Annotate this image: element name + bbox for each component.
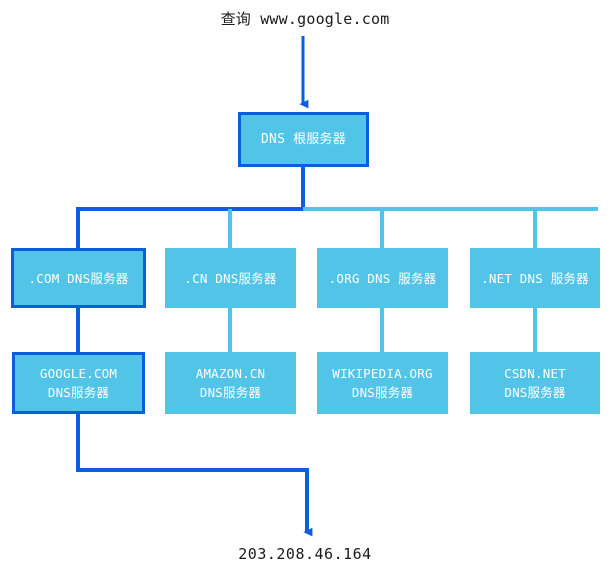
node-com-dns-server-label: .COM DNS服务器 [28,270,129,286]
node-amazon-cn-dns-server-label: DNS服务器 [199,385,262,400]
node-net-dns-server-label: .NET DNS 服务器 [481,270,589,286]
node-dns-root-server-label: DNS 根服务器 [261,132,346,147]
resolved-ip-label: 203.208.46.164 [238,545,372,563]
node-wikipedia-org-dns-server[interactable]: WIKIPEDIA.ORG DNS服务器 [317,352,448,414]
node-amazon-cn-dns-server[interactable]: AMAZON.CN DNS服务器 [165,352,296,414]
node-amazon-cn-dns-server-domain: AMAZON.CN [195,366,266,381]
node-google-com-dns-server-domain: GOOGLE.COM [39,366,118,381]
node-csdn-net-dns-server-label: DNS服务器 [504,385,566,400]
node-org-dns-server-label: .ORG DNS 服务器 [328,270,437,286]
node-wikipedia-org-dns-server-domain: WIKIPEDIA.ORG [332,366,433,381]
node-cn-dns-server[interactable]: .CN DNS服务器 [165,248,296,308]
query-label: 查询 www.google.com [220,10,390,28]
google-to-result-connector [76,414,313,537]
node-google-com-dns-server[interactable]: GOOGLE.COM DNS服务器 [12,352,145,414]
node-csdn-net-dns-server[interactable]: CSDN.NET DNS服务器 [470,352,600,414]
node-csdn-net-dns-server-domain: CSDN.NET [504,366,566,381]
node-wikipedia-org-dns-server-label: DNS服务器 [351,385,414,400]
node-org-dns-server[interactable]: .ORG DNS 服务器 [317,248,448,308]
node-google-com-dns-server-label: DNS服务器 [47,385,110,400]
node-com-dns-server[interactable]: .COM DNS服务器 [11,248,146,308]
node-dns-root-server[interactable]: DNS 根服务器 [238,112,369,167]
node-net-dns-server[interactable]: .NET DNS 服务器 [470,248,600,308]
node-cn-dns-server-label: .CN DNS服务器 [184,270,277,286]
